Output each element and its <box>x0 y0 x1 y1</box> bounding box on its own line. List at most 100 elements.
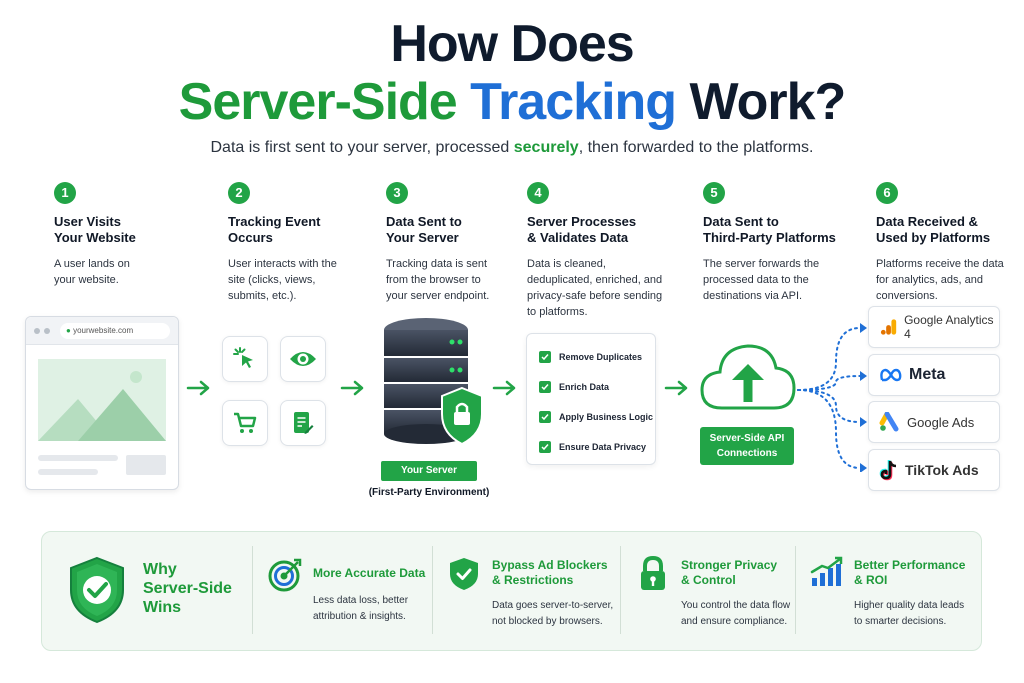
browser-bar: ● yourwebsite.com <box>26 317 178 345</box>
platform-meta: Meta <box>868 354 1000 396</box>
why-server-side-panel <box>41 531 982 651</box>
platform-name: Google Analytics 4 <box>904 313 994 341</box>
step-description: User interacts with the site (clicks, vi… <box>228 258 337 302</box>
arrow-right-icon <box>492 380 516 396</box>
platform-tiktok: TikTok Ads <box>868 449 1000 491</box>
server-icon <box>384 318 483 446</box>
checklist-item: Enrich Data <box>539 378 655 396</box>
google-ads-icon <box>879 412 899 432</box>
arrow-right-icon <box>340 380 364 396</box>
title-server-side: Server-Side <box>178 73 458 131</box>
checklist-item: Ensure Data Privacy <box>539 438 655 456</box>
lock-icon: ● <box>66 325 71 335</box>
step-number: 3 <box>386 182 408 204</box>
checkbox-icon <box>539 351 551 363</box>
tiktok-logo-icon <box>879 460 897 481</box>
google-analytics-icon <box>880 319 897 335</box>
shield-check-small-icon <box>450 558 478 590</box>
step-number: 1 <box>54 182 76 204</box>
window-dot <box>44 327 50 334</box>
step-number: 6 <box>876 182 898 204</box>
title-line-2: Server-Side Tracking Work? <box>0 72 1024 132</box>
url-bar: ● yourwebsite.com <box>60 322 170 339</box>
checkbox-icon <box>539 381 551 393</box>
benefit-title: More Accurate Data <box>313 566 426 580</box>
connector-lines <box>797 323 867 472</box>
step-description: A user lands on your website. <box>54 258 130 286</box>
subtitle-highlight: securely <box>513 139 579 156</box>
benefit-title: Better Performance& ROI <box>854 558 966 587</box>
platform-name: Google Ads <box>907 414 975 430</box>
content-block <box>126 455 166 475</box>
text-line <box>38 469 98 475</box>
image-placeholder <box>38 359 166 441</box>
checkbox-icon <box>539 411 551 423</box>
meta-logo-icon <box>880 368 902 382</box>
step-title: Data Received &Used by Platforms <box>876 214 991 245</box>
click-event-card <box>222 336 268 382</box>
divider <box>620 546 621 634</box>
benefit-description: Data goes server-to-server,not blocked b… <box>492 600 614 627</box>
step-6: 6 Data Received &Used by Platforms Platf… <box>876 182 1024 304</box>
step-description: Platforms receive the data for analytics… <box>876 258 1004 302</box>
title-work: Work? <box>689 73 847 131</box>
cloud-upload-icon <box>700 344 796 410</box>
arrow-right-icon <box>186 380 210 396</box>
mountain-icon <box>38 371 166 441</box>
arrow-right-icon <box>664 380 688 396</box>
platform-google-analytics: Google Analytics 4 <box>868 306 1000 348</box>
step-description: The server forwards the processed data t… <box>703 258 820 302</box>
divider <box>252 546 253 634</box>
padlock-icon <box>641 556 665 590</box>
step-description: Tracking data is sent from the browser t… <box>386 258 490 302</box>
shopping-cart-icon <box>234 412 257 433</box>
step-title: Server Processes& Validates Data <box>527 214 637 245</box>
server-sublabel: (First-Party Environment) <box>368 487 490 498</box>
step-number: 5 <box>703 182 725 204</box>
window-dot <box>34 327 40 334</box>
benefit-performance: Better Performance& ROI Higher quality d… <box>854 558 965 630</box>
checklist-item: Remove Duplicates <box>539 348 655 366</box>
view-event-card <box>280 336 326 382</box>
your-server-badge: Your Server <box>381 461 477 481</box>
text-line <box>38 455 118 461</box>
processing-checklist: Remove Duplicates Enrich Data Apply Busi… <box>526 333 656 465</box>
benefit-title: Stronger Privacy& Control <box>681 558 778 587</box>
eye-icon <box>290 352 316 366</box>
divider <box>432 546 433 634</box>
platform-name: Meta <box>909 366 946 383</box>
divider <box>795 546 796 634</box>
benefit-accurate-data: More Accurate Data Less data loss, bette… <box>313 566 425 625</box>
platform-google-ads: Google Ads <box>868 401 1000 443</box>
browser-mockup: ● yourwebsite.com <box>25 316 179 490</box>
title-line-1: How Does <box>390 15 634 73</box>
step-number: 2 <box>228 182 250 204</box>
checkbox-icon <box>539 441 551 453</box>
step-4: 4 Server Processes& Validates Data Data … <box>527 182 677 320</box>
target-icon <box>268 558 302 592</box>
step-number: 4 <box>527 182 549 204</box>
platform-name: TikTok Ads <box>905 462 979 478</box>
title-tracking: Tracking <box>470 73 677 131</box>
form-submit-card <box>280 400 326 446</box>
subtitle-after: , then forwarded to the platforms. <box>578 139 814 156</box>
step-description: Data is cleaned, deduplicated, enriched,… <box>527 258 663 318</box>
growth-chart-icon <box>810 556 843 586</box>
cursor-click-icon <box>233 347 253 368</box>
checklist-item: Apply Business Logic <box>539 408 655 426</box>
cart-event-card <box>222 400 268 446</box>
benefit-privacy: Stronger Privacy& Control You control th… <box>681 558 790 630</box>
subtitle: Data is first sent to your server, proce… <box>0 139 1024 157</box>
